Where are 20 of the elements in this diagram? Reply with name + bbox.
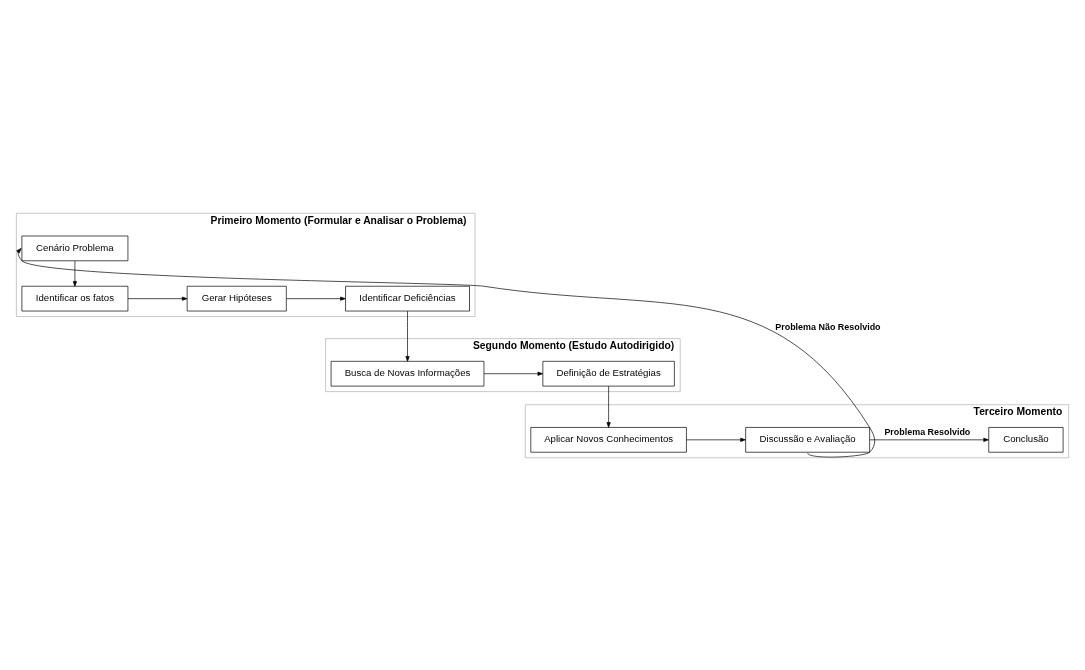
node-box: Gerar Hipóteses bbox=[186, 285, 287, 311]
node-box: Definição de Estratégias bbox=[542, 360, 675, 386]
node-box: Busca de Novas Informações bbox=[330, 360, 485, 386]
node-box: Identificar Deficiências bbox=[345, 285, 470, 311]
arrow bbox=[16, 247, 876, 457]
arrow bbox=[127, 296, 188, 301]
node-box: Identificar os fatos bbox=[21, 285, 129, 311]
arrow bbox=[286, 296, 346, 301]
arrow bbox=[72, 260, 77, 287]
arrow bbox=[686, 437, 746, 442]
arrow bbox=[483, 371, 544, 376]
node-box: Aplicar Novos Conhecimentos bbox=[530, 426, 687, 453]
edge-label: Problema Não Resolvido bbox=[775, 321, 881, 332]
arrow bbox=[869, 437, 989, 442]
node-box: Discussão e Avaliação bbox=[745, 426, 870, 453]
arrow bbox=[606, 385, 611, 428]
arrow bbox=[405, 310, 410, 362]
edge-label: Problema Resolvido bbox=[884, 426, 971, 437]
node-box: Conclusão bbox=[988, 426, 1064, 453]
node-box: Cenário Problema bbox=[21, 235, 129, 261]
